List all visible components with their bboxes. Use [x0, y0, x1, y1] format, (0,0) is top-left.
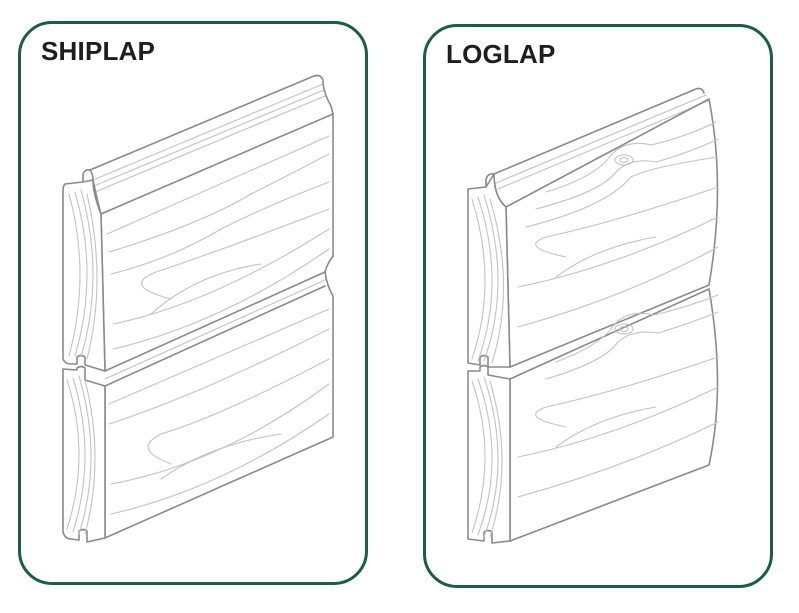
- shiplap-title: SHIPLAP: [41, 36, 156, 66]
- loglap-board-illustration: [467, 87, 719, 544]
- loglap-panel: LOGLAP: [423, 24, 773, 588]
- shiplap-panel: SHIPLAP: [18, 21, 368, 585]
- shiplap-board-illustration: [62, 74, 334, 543]
- loglap-title: LOGLAP: [446, 39, 556, 69]
